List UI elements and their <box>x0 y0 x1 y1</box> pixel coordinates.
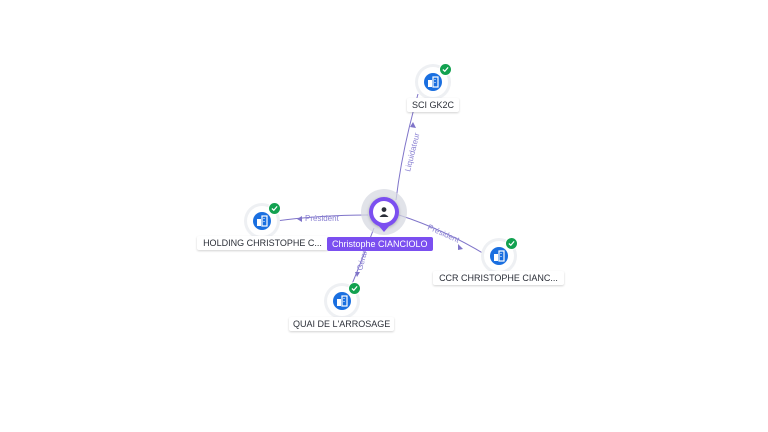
building-icon <box>253 212 271 230</box>
person-pin-tip <box>378 225 390 232</box>
check-icon <box>348 282 361 295</box>
building-icon <box>424 73 442 91</box>
person-label[interactable]: Christophe CIANCIOLO <box>327 237 433 251</box>
check-icon <box>439 63 452 76</box>
company-label-sci-gk2c[interactable]: SCI GK2C <box>407 98 459 112</box>
edge-label-holding: Président <box>305 214 340 223</box>
edge-arrow <box>355 272 360 277</box>
edge-holding <box>275 214 369 222</box>
building-icon <box>490 247 508 265</box>
edge-arrow <box>297 216 302 222</box>
edge-ccr <box>398 214 487 256</box>
edge-label-sci-gk2c: Liquidateur <box>403 132 421 173</box>
person-node[interactable] <box>369 197 399 227</box>
company-node-quai[interactable] <box>327 282 361 316</box>
company-label-holding[interactable]: HOLDING CHRISTOPHE C... <box>197 236 328 250</box>
company-label-ccr[interactable]: CCR CHRISTOPHE CIANC... <box>433 271 564 285</box>
company-node-sci-gk2c[interactable] <box>418 63 452 97</box>
person-icon <box>373 201 395 223</box>
building-icon <box>333 292 351 310</box>
company-node-holding[interactable] <box>247 202 281 236</box>
edge-arrow <box>458 244 463 250</box>
check-icon <box>505 237 518 250</box>
company-label-quai[interactable]: QUAI DE L'ARROSAGE <box>289 317 394 331</box>
check-icon <box>268 202 281 215</box>
edge-arrow <box>410 122 416 128</box>
company-node-ccr[interactable] <box>484 237 518 271</box>
